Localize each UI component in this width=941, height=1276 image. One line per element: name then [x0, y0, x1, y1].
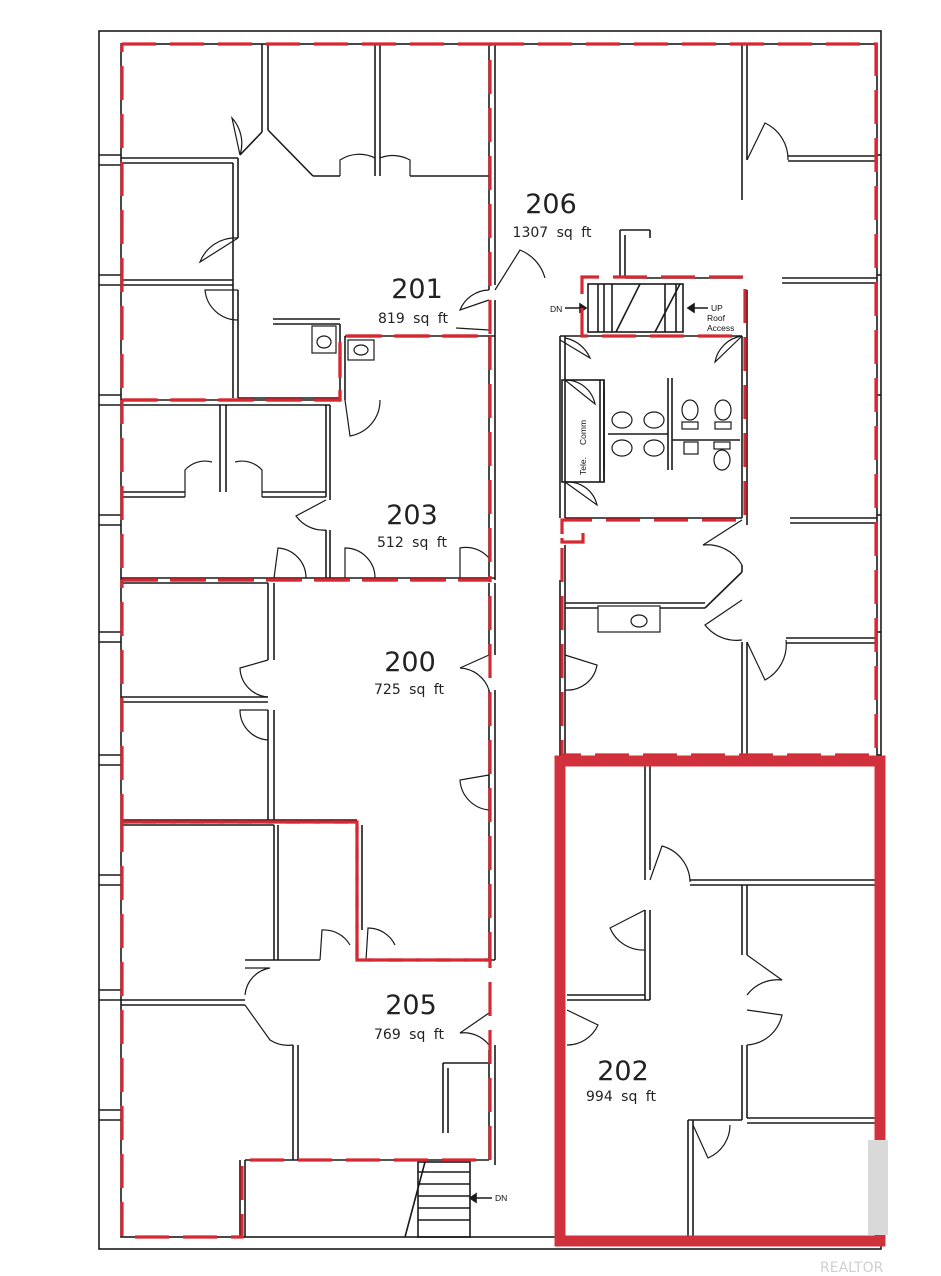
toilets — [681, 399, 732, 471]
stair-bottom-dn-label: DN — [495, 1193, 507, 1203]
stair-top-dn-label: DN — [550, 304, 562, 314]
unit-200-area: 725 sq ft — [374, 682, 444, 698]
unit-203-number: 203 — [386, 500, 438, 531]
roof-up-label: UP — [711, 303, 723, 313]
boundary-203 — [120, 334, 492, 582]
roof-label: Roof — [707, 313, 726, 323]
washroom-core — [559, 290, 748, 525]
stair-bottom — [404, 1161, 492, 1238]
window-ticks — [99, 154, 881, 1121]
unit-205-number: 205 — [385, 990, 437, 1021]
unit-200-number: 200 — [384, 647, 436, 678]
unit-202-highlight[interactable] — [554, 755, 886, 1247]
comm-room-label: Comm — [578, 420, 588, 445]
sinks — [311, 325, 668, 633]
unit-205-area: 769 sq ft — [374, 1027, 444, 1043]
unit-203-area: 512 sq ft — [377, 535, 447, 551]
unit-labels: 201 819 sq ft 206 1307 sq ft 203 512 sq … — [374, 189, 656, 1105]
boundary-205 — [120, 820, 492, 1239]
unit-201-number: 201 — [391, 274, 443, 305]
boundary-206 — [490, 42, 878, 757]
building-inner-outline — [120, 43, 878, 1238]
tenant-boundaries — [120, 42, 878, 1239]
boundary-201 — [120, 42, 492, 402]
stair-top — [565, 283, 708, 333]
svg-text:REALTOR: REALTOR — [820, 1260, 884, 1276]
unit-206-number: 206 — [525, 189, 577, 220]
boundary-200 — [120, 578, 492, 962]
door-swings — [184, 115, 789, 1159]
tele-room-label: Tele. — [578, 457, 588, 475]
interior-walls — [121, 44, 496, 1237]
roof-access-label: Access — [707, 323, 734, 333]
unit-201-area: 819 sq ft — [378, 311, 448, 327]
building-outline — [98, 30, 882, 1250]
realtor-watermark: REALTOR — [820, 1140, 888, 1276]
unit-202-number: 202 — [597, 1056, 649, 1087]
unit-202-area: 994 sq ft — [586, 1089, 656, 1105]
unit-206-area: 1307 sq ft — [513, 225, 592, 241]
unit-202-walls — [567, 766, 875, 1237]
